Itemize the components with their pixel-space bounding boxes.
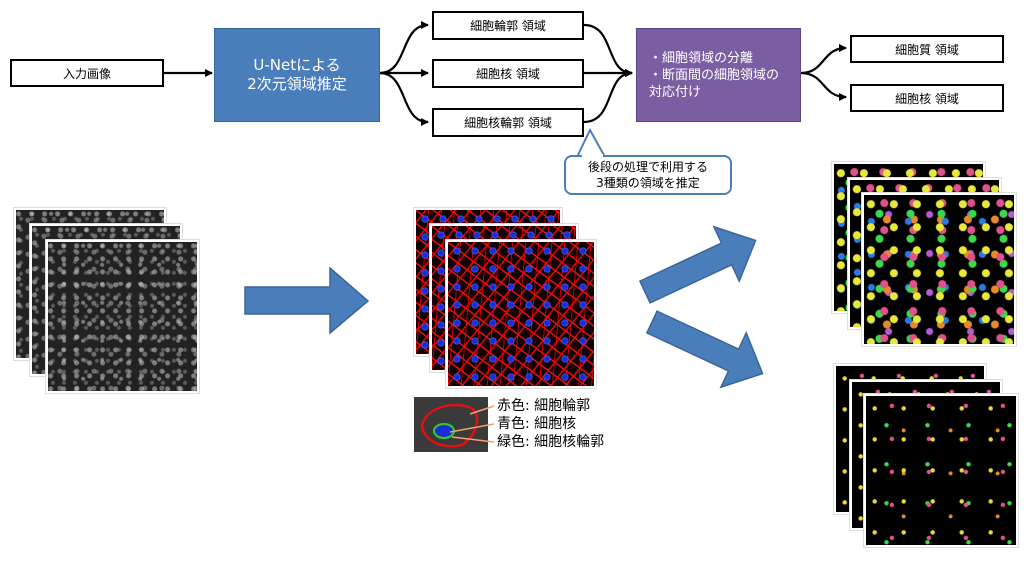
- region-nucleus-label: 細胞核 領域: [476, 67, 540, 81]
- callout-line2: 3種類の領域を推定: [596, 176, 700, 190]
- nucleus-slice-3: [864, 394, 1018, 547]
- region-nucleus-outline-label: 細胞核輪郭 領域: [464, 116, 552, 130]
- postprocess-line2: ・断面間の細胞領域の: [649, 67, 780, 83]
- legend-red-label: 赤色: 細胞輪郭: [497, 398, 591, 414]
- output-nucleus-box: 細胞核 領域: [850, 84, 1004, 112]
- big-arrow-down-right: [645, 310, 764, 389]
- legend-blue-label: 青色: 細胞核: [497, 416, 577, 432]
- output-cytoplasm-label: 細胞質 領域: [895, 42, 959, 57]
- arrow-outline-to-post: [583, 23, 633, 77]
- postprocess-line3: 対応付け: [649, 84, 702, 100]
- cell-closeup-drawing: [420, 403, 479, 448]
- arrow-nucleus-outline-to-post: [583, 69, 633, 124]
- arrow-post-to-cytoplasm: [800, 44, 847, 75]
- input-image-box: 入力画像: [10, 59, 164, 87]
- input-image-slice-3: [46, 240, 199, 393]
- unet-line1: U-Netによる: [253, 56, 341, 74]
- callout-line1: 後段の処理で利用する: [587, 160, 708, 174]
- big-arrow-up-right: [638, 225, 757, 304]
- legend-inset-image: [414, 397, 488, 452]
- arrow-unet-to-outline: [379, 21, 429, 75]
- postprocess-box: ・細胞領域の分離 ・断面間の細胞領域の 対応付け: [636, 28, 801, 122]
- legend-red: 赤色: 細胞輪郭: [497, 397, 590, 416]
- legend-green: 緑色: 細胞核輪郭: [497, 433, 604, 452]
- output-nucleus-label: 細胞核 領域: [895, 91, 959, 106]
- region-nucleus-box: 細胞核 領域: [432, 59, 584, 88]
- legend-blue: 青色: 細胞核: [497, 415, 576, 434]
- big-arrow-right: [244, 266, 370, 335]
- arrow-post-to-nucleus: [800, 71, 847, 101]
- region-outline-box: 細胞輪郭 領域: [432, 11, 584, 40]
- postprocess-line1: ・細胞領域の分離: [649, 50, 754, 66]
- region-outline-label: 細胞輪郭 領域: [470, 19, 546, 33]
- region-nucleus-outline-box: 細胞核輪郭 領域: [432, 108, 584, 137]
- arrow-unet-to-nucleus-outline: [379, 71, 429, 126]
- segmentation-slice-3: [446, 240, 596, 388]
- unet-box: U-Netによる 2次元領域推定: [214, 28, 380, 122]
- unet-line2: 2次元領域推定: [247, 75, 347, 93]
- input-image-label: 入力画像: [62, 66, 111, 81]
- callout-bubble: 後段の処理で利用する 3種類の領域を推定: [564, 155, 732, 195]
- cytoplasm-slice-3: [862, 193, 1016, 346]
- output-cytoplasm-box: 細胞質 領域: [850, 35, 1004, 63]
- legend-green-label: 緑色: 細胞核輪郭: [497, 434, 605, 450]
